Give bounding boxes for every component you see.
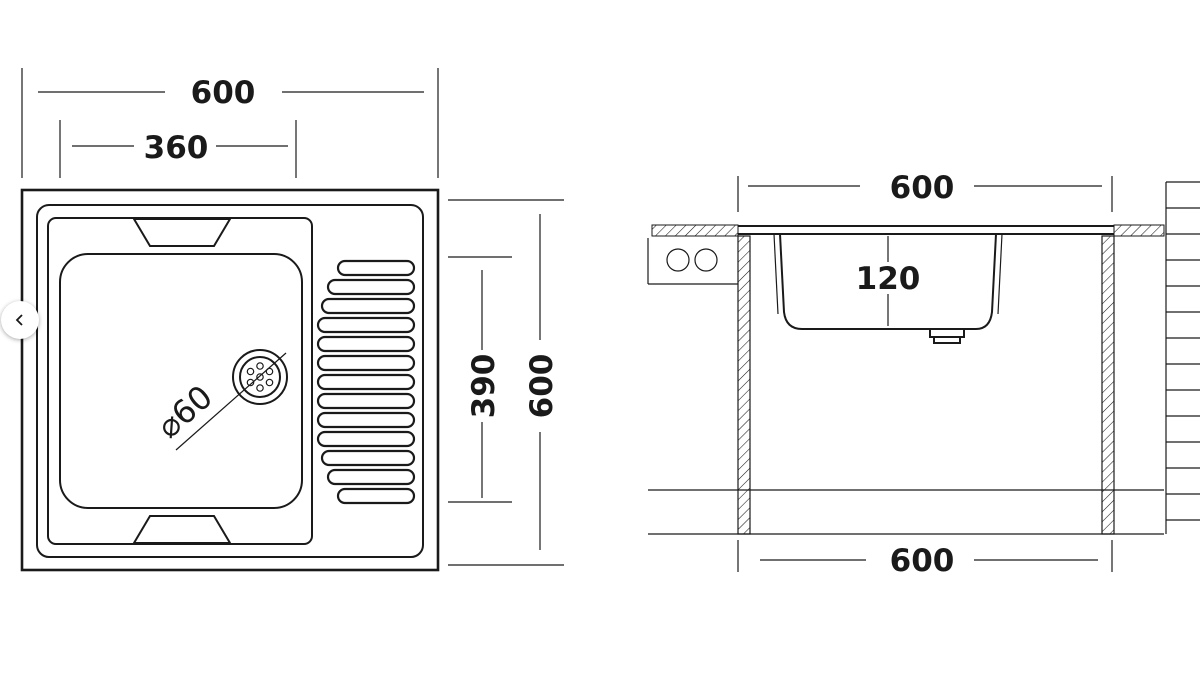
overall-depth-label: 600	[524, 354, 560, 419]
bowl-profile	[773, 233, 779, 315]
drain-rib	[316, 335, 416, 353]
cabinet-width-label: 600	[890, 543, 955, 579]
bowl-profile	[779, 233, 997, 330]
overall-width-label: 600	[191, 75, 256, 111]
side-top-width-label: 600	[890, 170, 955, 206]
wall-rungs	[1166, 181, 1200, 521]
drain-rib	[320, 297, 416, 315]
countertop-left	[651, 224, 739, 237]
drain-rib	[316, 373, 416, 391]
drain-rib	[336, 487, 416, 505]
bowl-profile	[997, 233, 1003, 315]
side-view: 600 120	[647, 170, 1200, 579]
chevron-left-icon	[15, 314, 23, 326]
drain-rib	[326, 468, 416, 486]
sink-rim	[36, 204, 424, 558]
drain-rib	[326, 278, 416, 296]
diameter-leader	[175, 352, 287, 451]
drain-rib	[336, 259, 416, 277]
bowl-tab-top	[132, 218, 232, 247]
bowl-depth-label: 390	[466, 354, 502, 419]
top-view: 600 360	[20, 68, 564, 572]
drain-rib	[316, 430, 416, 448]
drain-outlet	[929, 328, 965, 338]
countertop-right	[1113, 224, 1165, 237]
drain-outlet	[933, 336, 961, 344]
drain-diameter-label: ⌀60	[150, 378, 220, 446]
drain-icon	[232, 349, 288, 405]
prev-image-button[interactable]	[1, 301, 39, 339]
bowl-height-label: 120	[856, 261, 921, 297]
bowl-width-label: 360	[144, 130, 209, 166]
drain-rib	[316, 354, 416, 372]
cabinet-wall-right	[1101, 235, 1115, 535]
drain-rib	[316, 411, 416, 429]
drain-rib	[316, 316, 416, 334]
pipe-icon	[694, 248, 718, 272]
pipe-icon	[666, 248, 690, 272]
drain-rib	[320, 449, 416, 467]
drain-rib	[316, 392, 416, 410]
drainboard-ribs	[316, 259, 416, 505]
sink-outline	[20, 188, 440, 572]
bowl-basin	[59, 253, 303, 509]
cabinet-wall-left	[737, 235, 751, 535]
bowl-tab-bottom	[132, 515, 232, 544]
